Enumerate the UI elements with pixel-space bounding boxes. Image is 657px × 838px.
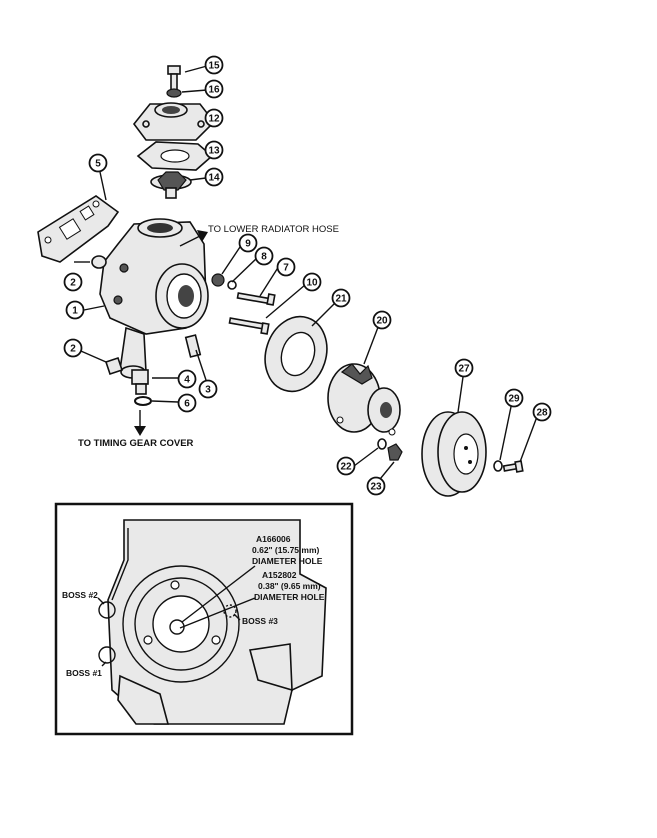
callout-1: 1 [65,300,85,320]
svg-text:12: 12 [208,114,220,125]
callout-10: 10 [302,272,322,292]
svg-text:14: 14 [208,173,220,184]
thermostat-gasket [136,141,214,171]
flat-washer [211,273,225,287]
pulley-lockwasher [493,460,503,472]
svg-text:20: 20 [376,316,388,327]
callout-9: 9 [238,233,258,253]
inset-hole-b-part: A152802 [262,570,297,580]
hub-nut [387,443,403,461]
callout-16: 16 [204,79,224,99]
lockwasher [227,280,237,290]
svg-text:3: 3 [205,385,211,396]
svg-text:21: 21 [335,294,347,305]
svg-text:27: 27 [458,364,470,375]
svg-text:16: 16 [208,85,220,96]
svg-text:28: 28 [536,408,548,419]
callout-13: 13 [204,140,224,160]
inset-hole-b-desc: DIAMETER HOLE [254,592,325,602]
inset-hole-b-size: 0.38" (9.65 mm) [258,581,321,591]
pipe-plug-upper [91,255,107,269]
svg-text:2: 2 [70,344,76,355]
label-timing-gear-cover: TO TIMING GEAR COVER [78,438,194,449]
svg-text:23: 23 [370,482,382,493]
svg-text:22: 22 [340,462,352,473]
callout-6: 6 [177,393,197,413]
hub-washer [377,438,387,450]
pulley-bolt [502,460,524,473]
inset-hole-a-desc: DIAMETER HOLE [252,556,323,566]
svg-text:9: 9 [245,239,251,250]
long-bolt-lower [228,317,270,335]
svg-text:1: 1 [72,306,78,317]
inset-panel: A166006 0.62" (15.75 mm) DIAMETER HOLE A… [54,502,354,736]
inset-boss-1: BOSS #1 [66,668,102,678]
svg-text:8: 8 [261,252,267,263]
pipe-plug-lower [104,356,124,376]
o-ring-seal [134,396,152,406]
svg-text:6: 6 [184,399,190,410]
callout-20: 20 [372,310,392,330]
callout-4: 4 [177,369,197,389]
svg-text:10: 10 [306,278,318,289]
svg-text:2: 2 [70,278,76,289]
callout-3: 3 [198,379,218,399]
callout-23: 23 [366,476,386,496]
inset-hole-a-part: A166006 [256,534,291,544]
callout-2-lower: 2 [63,338,83,358]
callout-27: 27 [454,358,474,378]
thermostat-housing-elbow [132,102,216,141]
fan-pulley [421,411,487,497]
callout-15: 15 [204,55,224,75]
thermostat-bolt [167,65,181,91]
stud [184,334,202,358]
svg-text:29: 29 [508,394,520,405]
svg-text:5: 5 [95,159,101,170]
arrow-to-lower-radiator-hose [179,230,208,247]
callout-5: 5 [88,153,108,173]
svg-text:15: 15 [208,61,220,72]
callout-28: 28 [532,402,552,422]
inset-hole-a-size: 0.62" (15.75 mm) [252,545,320,555]
long-bolt-upper [236,292,276,306]
arrow-to-timing-gear-cover [134,410,146,436]
inset-boss-3: BOSS #3 [242,616,278,626]
hose-fitting [131,369,149,395]
callout-7: 7 [276,257,296,277]
callout-12: 12 [204,108,224,128]
thermostat [150,171,192,199]
label-lower-radiator-hose: TO LOWER RADIATOR HOSE [208,224,339,235]
svg-text:7: 7 [283,263,289,274]
inset-boss-2: BOSS #2 [62,590,98,600]
pump-hub-impeller [327,363,401,436]
svg-text:4: 4 [184,375,190,386]
thermostat-lockwasher [166,88,182,98]
callout-2-upper: 2 [63,272,83,292]
callout-14: 14 [204,167,224,187]
callout-29: 29 [504,388,524,408]
svg-text:13: 13 [208,146,220,157]
housing-gasket [37,195,120,263]
pump-gasket [264,315,328,393]
callout-8: 8 [254,246,274,266]
water-pump-housing [99,218,209,379]
callout-21: 21 [331,288,351,308]
callout-22: 22 [336,456,356,476]
